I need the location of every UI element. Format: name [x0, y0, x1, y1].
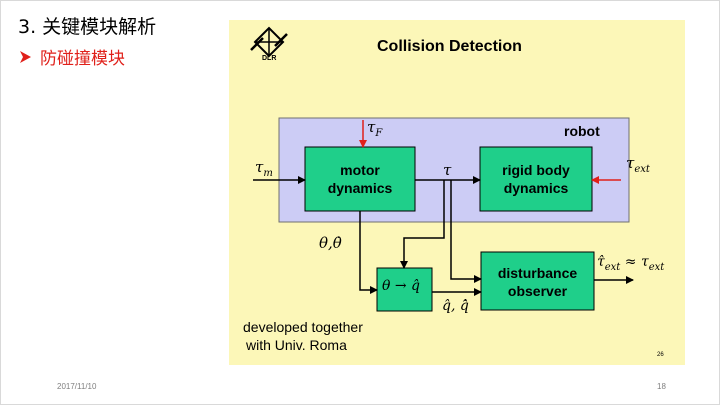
dlr-logo-text: DLR: [262, 55, 277, 62]
robot-label: robot: [564, 123, 600, 139]
figure-page-number: 26: [657, 352, 664, 358]
dlr-logo-icon: [250, 26, 288, 58]
tau-m-symbol: τm: [255, 158, 273, 179]
converter-symbol: θ → q̂: [382, 278, 421, 294]
motor-dynamics-block: [304, 146, 416, 212]
q-hat-symbol: q̂, q̂̇: [442, 298, 469, 314]
tau-f-symbol: τF: [367, 118, 383, 139]
slide-page-number: 18: [657, 382, 666, 391]
slide-subheading: 防碰撞模块: [18, 44, 125, 69]
tau-ext-estimate-symbol: τ̂ext ≈ τext: [597, 254, 665, 273]
development-note: developed together with Univ. Roma: [243, 319, 363, 353]
figure-title: Collision Detection: [377, 38, 522, 55]
slide-heading: 3. 关键模块解析: [18, 16, 157, 38]
tau-ext-symbol: τext: [626, 154, 650, 175]
theta-symbol: θ,θ̇: [319, 234, 342, 252]
subheading-text: 防碰撞模块: [40, 49, 125, 69]
arrow-bullet-icon: [20, 50, 31, 63]
slide-date: 2017/11/10: [57, 382, 97, 391]
tau-symbol: τ: [443, 161, 452, 179]
